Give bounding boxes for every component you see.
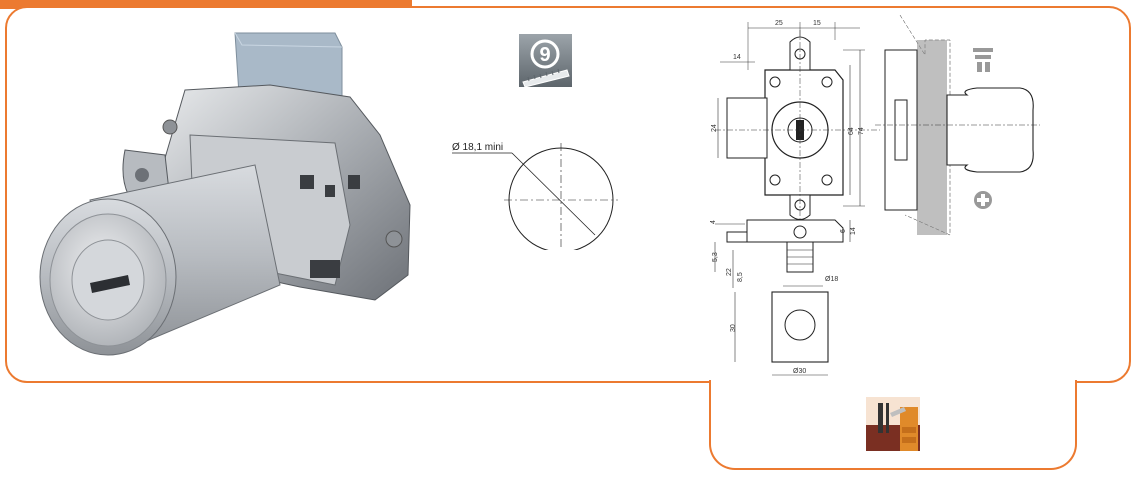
dim-4: 4 <box>710 220 717 224</box>
ruler-icon: 9 <box>519 34 572 87</box>
dim-18: Ø18 <box>825 276 838 283</box>
drawer-mounting-icon <box>866 397 920 451</box>
dim-6: 6 <box>840 229 847 233</box>
dim-14-side: 14 <box>850 227 857 235</box>
dim-74: 74 <box>858 127 865 135</box>
dim-8-5: 8,5 <box>737 272 744 282</box>
header-tab <box>0 0 412 9</box>
dim-5-3: 5,3 <box>712 252 719 262</box>
dim-24: 24 <box>711 124 718 132</box>
badge-number: 9 <box>539 44 550 66</box>
dim-15: 15 <box>813 20 821 27</box>
dim-30-dia: Ø30 <box>793 368 806 375</box>
hole-label: Ø 18,1 mini <box>452 142 503 153</box>
technical-drawing: 25 15 14 64 74 24 4 <box>710 14 1040 376</box>
lock-photo <box>39 32 411 356</box>
dim-25: 25 <box>775 20 783 27</box>
dim-64: 64 <box>848 127 855 135</box>
plus-circle-icon <box>974 191 992 209</box>
dim-14-top: 14 <box>733 54 741 61</box>
spring-bolt-icon <box>973 48 993 72</box>
dim-22: 22 <box>726 268 733 276</box>
dim-30: 30 <box>730 324 737 332</box>
hole-diagram: Ø 18,1 mini <box>452 142 618 250</box>
